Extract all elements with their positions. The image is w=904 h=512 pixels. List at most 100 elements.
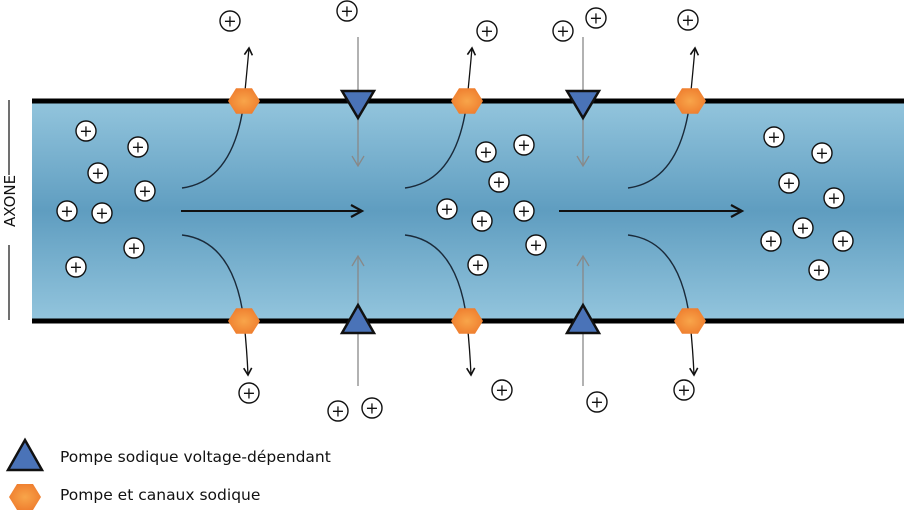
ion-plus-sign: + [677,381,690,400]
sodium-ion-inside: + [123,237,145,259]
ion-plus-sign: + [331,402,344,421]
ion-plus-sign: + [69,258,82,277]
ion-plus-sign: + [836,232,849,251]
ion-plus-sign: + [471,256,484,275]
sodium-ion-inside: + [75,120,97,142]
sodium-ion-inside: + [65,256,87,278]
sodium-ion-inside: + [436,198,458,220]
ion-plus-sign: + [782,174,795,193]
sodium-ion-outside: + [552,20,574,42]
ion-circle [65,256,87,278]
ion-plus-sign: + [764,232,777,251]
sodium-ion-inside: + [778,172,800,194]
ion-plus-sign: + [556,22,569,41]
ion-circle [808,259,830,281]
sodium-ion-inside: + [525,234,547,256]
sodium-channel-hexagon-icon [674,308,706,334]
ion-plus-sign: + [223,12,236,31]
ion-circle [476,20,498,42]
ion-circle [778,172,800,194]
sodium-ion-inside: + [832,230,854,252]
voltage-pump-triangle-icon [564,89,602,121]
sodium-ion-inside: + [513,200,535,222]
sodium-ion-outside: + [677,9,699,31]
ion-plus-sign: + [590,393,603,412]
ion-plus-sign: + [127,239,140,258]
ion-circle [87,162,109,184]
legend-hexagon-icon [9,484,41,510]
sodium-ion-inside: + [475,141,497,163]
legend-label-voltage-pump: Pompe sodique voltage-dépendant [60,448,331,466]
axon-label: AXONE [1,174,19,227]
sodium-channel-hexagon-icon [451,88,483,114]
ion-plus-sign: + [440,200,453,219]
ion-circle [677,9,699,31]
sodium-ion-inside: + [811,142,833,164]
sodium-ion-inside: + [127,136,149,158]
sodium-ion-outside: + [585,7,607,29]
ion-circle [91,202,113,224]
ion-circle [361,397,383,419]
ion-circle [585,7,607,29]
sodium-ion-inside: + [792,217,814,239]
ion-circle [552,20,574,42]
ion-circle [586,391,608,413]
ion-circle [525,234,547,256]
sodium-ion-inside: + [763,126,785,148]
ion-plus-sign: + [681,11,694,30]
sodium-ion-inside: + [91,202,113,224]
ion-circle [811,142,833,164]
sodium-channel-hexagon-icon [228,308,260,334]
ion-circle [792,217,814,239]
ion-circle [327,400,349,422]
ion-circle [467,254,489,276]
ion-circle [673,379,695,401]
channel-curve-top [404,100,468,189]
ion-plus-sign: + [517,202,530,221]
sodium-ion-outside: + [476,20,498,42]
sodium-ion-outside: + [219,10,241,32]
sodium-ion-outside: + [586,391,608,413]
ion-plus-sign: + [475,212,488,231]
ion-circle [823,187,845,209]
channel-curves [181,100,691,322]
ion-plus-sign: + [91,164,104,183]
ion-circle [134,180,156,202]
ion-circle [491,379,513,401]
ion-plus-sign: + [767,128,780,147]
ions: ++++++++++++++++++++++++++++++++++++ [56,0,854,422]
ion-plus-sign: + [340,2,353,21]
axon-body [32,101,904,321]
ion-plus-sign: + [529,236,542,255]
channel-curve-bottom [627,234,691,322]
ion-plus-sign: + [796,219,809,238]
ion-circle [219,10,241,32]
sodium-ion-outside: + [491,379,513,401]
legend-label-sodium-channel: Pompe et canaux sodique [60,486,261,504]
channel-curve-bottom [404,234,468,322]
ion-plus-sign: + [492,173,505,192]
channels [228,88,706,335]
ion-circle [123,237,145,259]
sodium-ion-outside: + [336,0,358,22]
sodium-ion-inside: + [513,134,535,156]
voltage-pump-triangle-icon [339,89,377,121]
sodium-channel-hexagon-icon [674,88,706,114]
ion-plus-sign: + [495,381,508,400]
ion-circle [513,134,535,156]
sodium-channel-hexagon-icon [228,88,260,114]
sodium-ion-inside: + [823,187,845,209]
ion-plus-sign: + [138,182,151,201]
voltage-pump-triangle-icon [564,302,602,335]
ion-plus-sign: + [517,136,530,155]
ion-circle [127,136,149,158]
sodium-ion-inside: + [471,210,493,232]
ion-circle [238,382,260,404]
ion-circle [760,230,782,252]
channel-curve-bottom [181,234,245,322]
sodium-ion-inside: + [808,259,830,281]
ion-circle [488,171,510,193]
ion-plus-sign: + [60,202,73,221]
ion-circle [336,0,358,22]
